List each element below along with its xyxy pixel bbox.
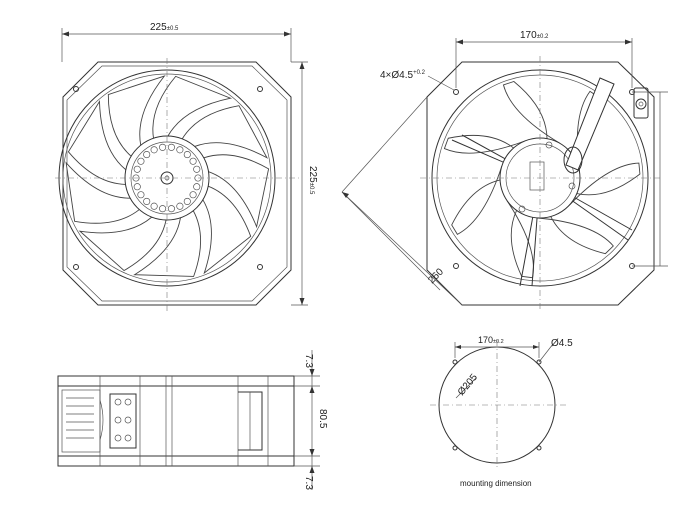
hub-terminal [150,202,158,210]
front-blades [65,75,270,277]
fan-blade [65,161,140,224]
front-width-label: 225±0.5 [150,22,179,33]
fan-blade [152,75,233,139]
side-depth-label: 80.5 [317,409,328,429]
hub-terminal [159,143,167,151]
hub-terminal [150,146,158,154]
fan-blade [568,162,641,206]
side-top-label: 7.3 [303,354,314,368]
fan-blade [181,105,269,159]
mounting-caption: mounting dimension [460,479,532,488]
hub-terminal [133,183,141,191]
side-view [57,350,320,490]
hub-terminal [176,146,184,154]
hub-terminal [193,183,201,191]
hub-terminal [189,191,197,199]
fan-blade [107,75,166,157]
hub-terminal [183,151,191,159]
hub-terminal [189,157,197,165]
side-bottom-label: 7.3 [303,476,314,490]
hub-terminal [132,174,140,182]
fan-blade [536,216,614,255]
hub-terminal [193,165,201,173]
back-spacing-label: 170±0.2 [520,30,549,41]
mount-hole-label: Ø4.5 [551,338,573,349]
hub-terminal [167,205,175,213]
fan-blade [203,154,270,229]
label-plate-lines [66,397,94,439]
fan-blade [202,185,252,275]
mount-spacing-label: 170±0.2 [478,335,504,345]
fan-blade [502,80,561,144]
front-height-label: 225±0.5 [307,166,318,195]
mounting-view [430,340,566,470]
back-view [341,38,668,312]
hole-spec-label: 4×Ø4.5+0.2 [380,70,426,81]
mount-circle-label: Ø205 [456,372,480,398]
front-view [55,28,308,312]
fan-blade [443,134,526,154]
hub-terminal [183,197,191,205]
hub-terminal [137,157,145,165]
diagonal-label: 260 [426,266,446,286]
hub-terminal [159,205,167,213]
fan-blade [78,216,167,272]
hub-terminal [176,202,184,210]
fan-blade [67,100,127,185]
hub-terminal [137,191,145,199]
hub-terminal [143,197,151,205]
hub-terminals [132,143,202,213]
hub-terminal [167,143,175,151]
fan-blade [451,165,503,235]
hub-terminal [133,165,141,173]
fan-blade [133,210,201,277]
hub-terminal [143,151,151,159]
